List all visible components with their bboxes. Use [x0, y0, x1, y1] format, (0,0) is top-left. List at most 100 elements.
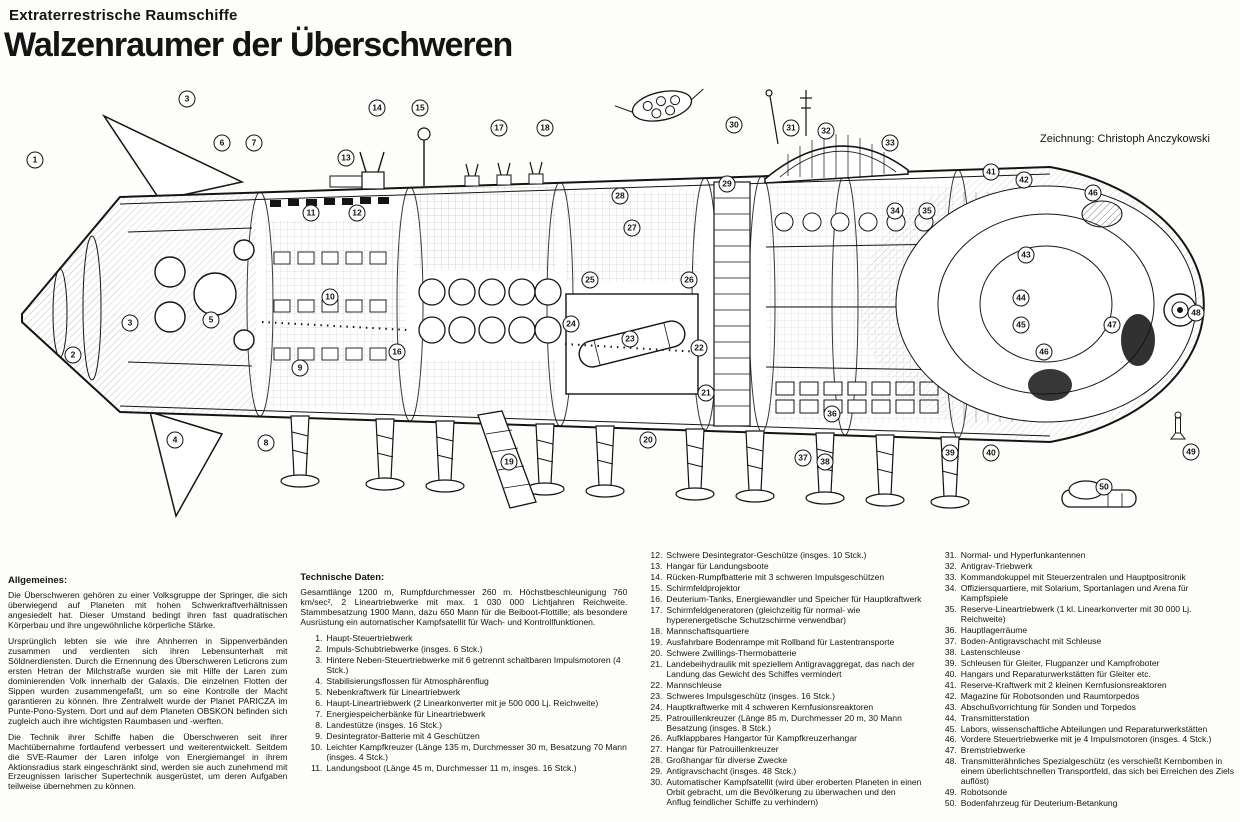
- legend-item: 10. Leichter Kampfkreuzer (Länge 135 m, …: [300, 741, 627, 763]
- legend-item: 5. Nebenkraftwerk für Lineartriebwerk: [300, 686, 627, 698]
- legend-item-text: Schirmfeldprojektor: [666, 582, 741, 593]
- legend-list-12-30: 12. Schwere Desintegrator-Geschütze (ins…: [640, 550, 922, 808]
- callout-16: 16: [388, 343, 406, 361]
- legend-item-text: Haupt-Steuertriebwerk: [326, 632, 413, 643]
- legend-item-text: Abschußvorrichtung für Sonden und Torped…: [960, 701, 1136, 712]
- legend-item-text: Deuterium-Tanks, Energiewandler und Spei…: [666, 593, 922, 604]
- legend-item-number: 22.: [650, 679, 663, 690]
- callout-12: 12: [348, 204, 366, 222]
- legend-item: 48. Transmitterähnliches Spezialgeschütz…: [935, 756, 1234, 787]
- legend-item: 27. Hangar für Patrouillenkreuzer: [640, 744, 921, 755]
- legend-item: 29. Antigravschacht (insges. 48 Stck.): [640, 766, 921, 777]
- legend-item-text: Robotsonde: [960, 787, 1008, 798]
- legend-item-number: 33.: [944, 571, 957, 582]
- callout-37: 37: [794, 449, 812, 467]
- legend-item: 26. Aufklappbares Hangartor für Kampfkre…: [640, 733, 921, 744]
- tail-cone-shading: [22, 197, 120, 412]
- illustrator-credit: Zeichnung: Christoph Anczykowski: [1040, 133, 1210, 145]
- legend-item: 43. Abschußvorrichtung für Sonden und To…: [935, 701, 1234, 713]
- callout-46: 46: [1084, 184, 1102, 202]
- legend-item-text: Hintere Neben-Steuertriebwerke mit 6 get…: [326, 654, 621, 675]
- legend-item-number: 1.: [315, 632, 323, 643]
- legend-item-number: 49.: [944, 787, 957, 798]
- section-technische-daten: Technische Daten: Gesamtlänge 1200 m, Ru…: [300, 551, 627, 810]
- technische-daten-text: Gesamtlänge 1200 m, Rumpfdurchmesser 260…: [300, 587, 628, 627]
- legend-item-number: 16.: [650, 593, 663, 604]
- legend-item: 7. Energiespeicherbänke für Lineartriebw…: [300, 709, 627, 720]
- page-title: Walzenraumer der Überschweren: [4, 26, 513, 64]
- legend-item-number: 19.: [650, 636, 663, 647]
- legend-item: 11. Landungsboot (Länge 45 m, Durchmesse…: [300, 762, 627, 774]
- legend-item-number: 46.: [944, 734, 957, 745]
- legend-item-number: 18.: [650, 625, 663, 636]
- legend-item: 41. Reserve-Kraftwerk mit 2 kleinen Kern…: [935, 680, 1234, 691]
- legend-item-text: Schwere Desintegrator-Geschütze (insges.…: [666, 550, 867, 560]
- legend-item-number: 5.: [315, 686, 323, 697]
- legend-item-text: Transmitterstation: [960, 712, 1030, 723]
- legend-item-number: 30.: [650, 777, 663, 788]
- callout-41: 41: [982, 163, 1000, 181]
- legend-item-number: 43.: [944, 701, 957, 712]
- legend-item-text: Haupt-Lineartriebwerk (2 Linearkonverter…: [326, 697, 599, 708]
- legend-item: 13. Hangar für Landungsboote: [640, 560, 921, 572]
- callout-31: 31: [782, 119, 800, 137]
- legend-item-text: Landungsboot (Länge 45 m, Durchmesser 11…: [326, 762, 577, 773]
- callout-49: 49: [1182, 443, 1200, 461]
- legend-item-text: Landebeihydraulik mit speziellem Antigra…: [666, 658, 915, 679]
- legend-item-text: Bremstriebwerke: [960, 745, 1026, 756]
- legend-item-text: Magazine für Robotsonden und Raumtorpedo…: [960, 690, 1140, 701]
- legend-item: 47. Bremstriebwerke: [935, 745, 1234, 756]
- legend-item-number: 37.: [944, 635, 957, 646]
- callout-36: 36: [823, 405, 841, 423]
- legend-item: 25. Patrouillenkreuzer (Länge 85 m, Durc…: [640, 713, 921, 734]
- text-columns: Allgemeines: Die Überschweren gehören zu…: [8, 550, 1234, 810]
- legend-item-text: Landestütze (insges. 16 Stck.): [326, 719, 443, 730]
- legend-item-number: 3.: [315, 654, 323, 665]
- legend-item-text: Großhangar für diverse Zwecke: [666, 755, 788, 766]
- callout-29: 29: [718, 175, 736, 193]
- callout-11: 11: [302, 204, 320, 222]
- legend-item-text: Hauptlagerräume: [960, 624, 1028, 635]
- legend-item-number: 21.: [650, 658, 663, 669]
- callout-1: 1: [26, 151, 44, 169]
- legend-item: 38. Lastenschleuse: [935, 647, 1234, 658]
- legend-item: 18. Mannschaftsquartiere: [640, 625, 921, 637]
- legend-item: 49. Robotsonde: [935, 787, 1234, 798]
- callout-5: 5: [202, 311, 220, 329]
- callout-27: 27: [623, 219, 641, 237]
- callout-24: 24: [562, 315, 580, 333]
- kicker: Extraterrestrische Raumschiffe: [9, 7, 238, 24]
- callout-6: 6: [213, 134, 231, 152]
- callout-18: 18: [536, 119, 554, 137]
- legend-item: 44. Transmitterstation: [935, 712, 1234, 724]
- legend-item: 36. Hauptlagerräume: [935, 624, 1234, 636]
- legend-item: 42. Magazine für Robotsonden und Raumtor…: [935, 690, 1234, 702]
- legend-item-text: Desintegrator-Batterie mit 4 Geschützen: [326, 730, 480, 741]
- callout-20: 20: [639, 431, 657, 449]
- legend-item-text: Aufklappbares Hangartor für Kampfkreuzer…: [666, 733, 857, 744]
- legend-item-number: 11.: [311, 762, 323, 773]
- legend-item: 6. Haupt-Lineartriebwerk (2 Linearkonver…: [300, 697, 627, 709]
- legend-item-number: 13.: [650, 560, 663, 571]
- legend-item: 35. Reserve-Lineartriebwerk (1 kl. Linea…: [935, 603, 1234, 625]
- legend-item-text: Mannschaftsquartiere: [666, 625, 750, 636]
- special-gun-muzzle: [1163, 293, 1197, 327]
- legend-item-text: Automatischer Kampfsatellit (wird über e…: [666, 777, 922, 808]
- callout-3: 3: [121, 314, 139, 332]
- allgemeines-paragraph: Die Überschweren gehören zu einer Volksg…: [8, 590, 288, 630]
- legend-item-number: 15.: [650, 582, 663, 593]
- legend-item-number: 44.: [944, 712, 957, 723]
- legend-item-text: Rücken-Rumpfbatterie mit 3 schweren Impu…: [666, 571, 885, 582]
- callout-34: 34: [886, 202, 904, 220]
- legend-item-number: 28.: [650, 755, 663, 766]
- legend-item-number: 35.: [944, 603, 957, 614]
- legend-item: 19. Ausfahrbare Bodenrampe mit Rollband …: [640, 636, 921, 648]
- legend-item: 14. Rücken-Rumpfbatterie mit 3 schweren …: [640, 571, 921, 583]
- legend-item-number: 34.: [944, 582, 957, 593]
- legend-item: 37. Boden-Antigravschacht mit Schleuse: [935, 635, 1234, 647]
- legend-item: 46. Vordere Steuertriebwerke mit je 4 Im…: [935, 734, 1234, 745]
- legend-item-text: Nebenkraftwerk für Lineartriebwerk: [326, 686, 461, 697]
- legend-item: 20. Schwere Zwillings-Thermobatterie: [640, 648, 921, 659]
- callout-13: 13: [337, 149, 355, 167]
- legend-item-text: Leichter Kampfkreuzer (Länge 135 m, Durc…: [326, 741, 627, 762]
